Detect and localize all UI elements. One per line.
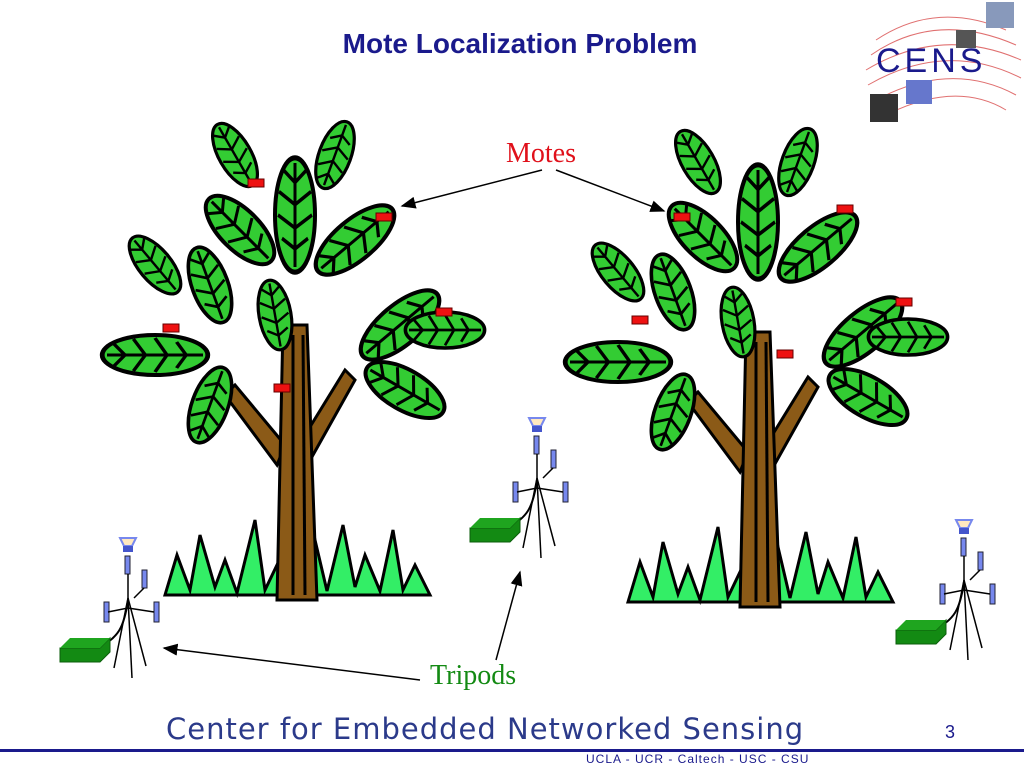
mote-icon <box>162 323 180 333</box>
logo-text: CENS <box>876 42 987 80</box>
logo-graphic-icon <box>865 2 1022 122</box>
slide-title: Mote Localization Problem <box>342 28 698 59</box>
tripod-left-icon <box>97 537 160 679</box>
mote-icon <box>776 349 794 359</box>
motes-label: Motes <box>506 138 576 169</box>
tripod-right-icon <box>933 519 996 661</box>
mote-icon <box>836 204 854 214</box>
footer-rule <box>0 749 1024 752</box>
tripods-label: Tripods <box>430 660 517 691</box>
arrow-tripods-center <box>495 570 523 661</box>
mote-icon <box>273 383 291 393</box>
pad-left-icon <box>59 637 111 663</box>
mote-icon <box>631 315 649 325</box>
mote-icon <box>375 212 393 222</box>
mote-icon <box>895 297 913 307</box>
pad-center-icon <box>469 517 521 543</box>
page-number: 3 <box>944 722 955 742</box>
mote-icon <box>247 178 265 188</box>
tree-left-icon <box>102 116 484 600</box>
arrow-motes-right <box>555 169 666 212</box>
mote-icon <box>673 212 691 222</box>
mote-icon <box>435 307 453 317</box>
footer-subtitle: UCLA - UCR - Caltech - USC - CSU <box>586 752 810 766</box>
footer-title: Center for Embedded Networked Sensing <box>166 712 805 746</box>
arrow-tripods-left <box>162 643 421 681</box>
pad-right-icon <box>895 619 947 645</box>
arrow-motes-left <box>400 169 543 209</box>
tripod-center-icon <box>506 417 569 559</box>
